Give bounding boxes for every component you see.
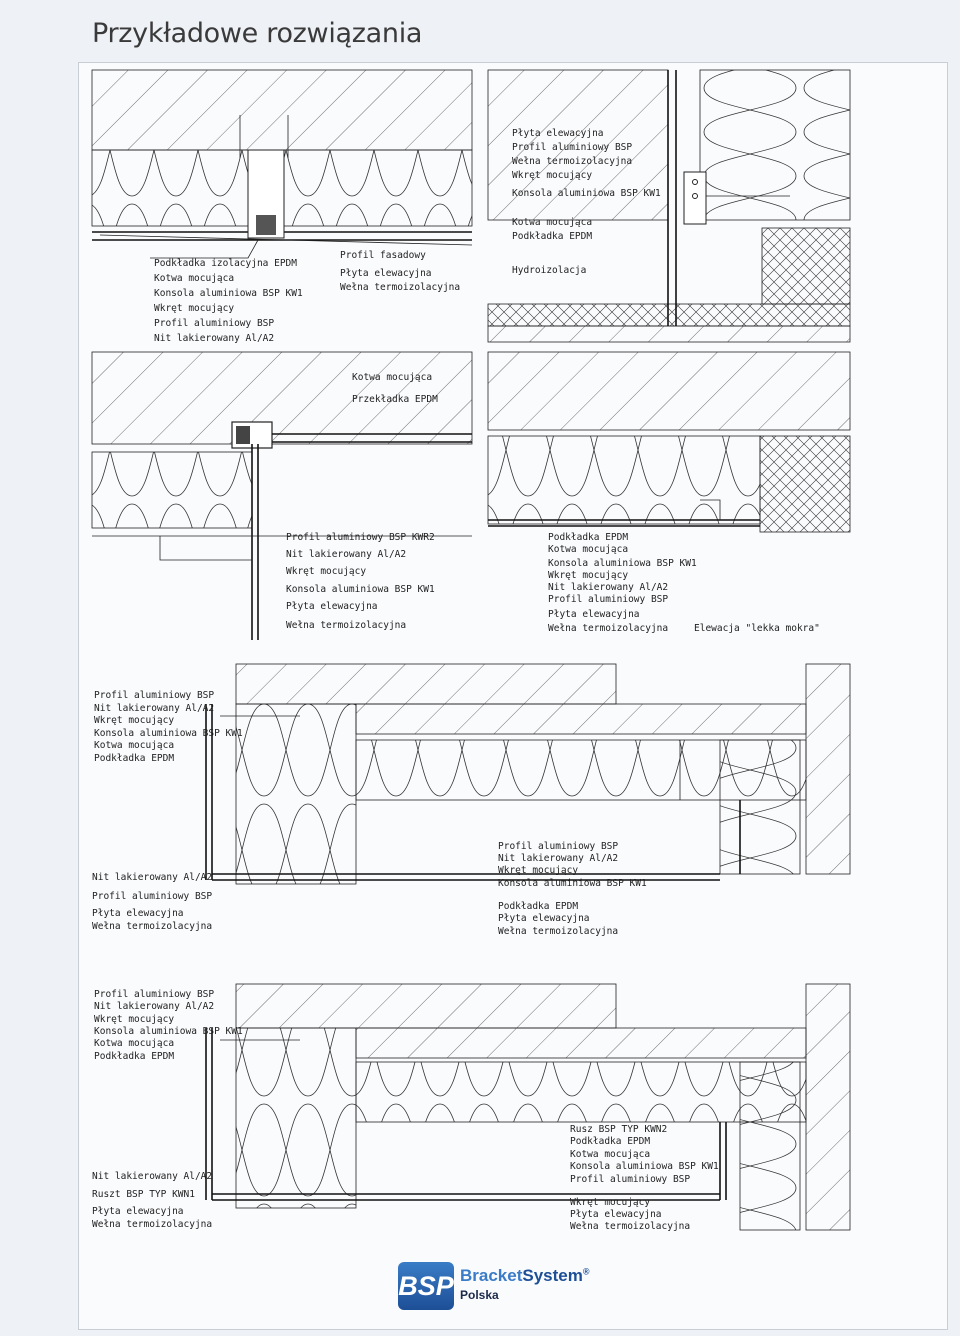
d5-top-label: Nit lakierowany Al/A2 bbox=[94, 703, 214, 714]
d3-label: Wkręt mocujący bbox=[286, 566, 366, 577]
d5-bottom-label: Nit lakierowany Al/A2 bbox=[92, 872, 212, 883]
d6-top-label: Konsola aluminiowa BSP KW1 bbox=[94, 1026, 243, 1037]
d1-label: Nit lakierowany Al/A2 bbox=[154, 333, 274, 344]
d5-top-label: Kotwa mocująca bbox=[94, 740, 174, 751]
d6-top-label: Wkręt mocujący bbox=[94, 1014, 174, 1025]
drawing-3 bbox=[91, 351, 473, 640]
d2-label: Profil aluminiowy BSP bbox=[512, 142, 632, 153]
d4-label: Wkręt mocujący bbox=[548, 570, 628, 581]
d6-bottom-label: Nit lakierowany Al/A2 bbox=[92, 1171, 212, 1182]
d4-extra-label: Elewacja "lekka mokra" bbox=[694, 623, 820, 634]
d6-bottom-label: Ruszt BSP TYP KWN1 bbox=[92, 1189, 195, 1200]
labels-drawing-2: Płyta elewacyjna Profil aluminiowy BSP W… bbox=[512, 128, 661, 276]
drawing-5 bbox=[205, 663, 851, 885]
d6-right-label: Rusz BSP TYP KWN2 bbox=[570, 1124, 667, 1135]
d4-label: Profil aluminiowy BSP bbox=[548, 594, 668, 605]
bsp-mark: BSP bbox=[398, 1262, 454, 1310]
d3-label: Płyta elewacyjna bbox=[286, 601, 378, 612]
d6-right-label: Profil aluminiowy BSP bbox=[570, 1174, 690, 1185]
d6-right-label: Konsola aluminiowa BSP KW1 bbox=[570, 1161, 719, 1172]
drawing-2 bbox=[487, 69, 851, 343]
bsp-logo: BSP BracketSystem® Polska bbox=[398, 1262, 590, 1314]
d1-mid-label: Profil fasadowy bbox=[340, 250, 426, 261]
labels-drawing-4: Podkładka EPDM Kotwa mocująca Konsola al… bbox=[548, 532, 820, 634]
d6-right-label: Płyta elewacyjna bbox=[570, 1209, 662, 1220]
drawing-1 bbox=[91, 69, 473, 259]
drawing-4 bbox=[487, 351, 851, 533]
d5-right-label: Konsola aluminiowa BSP KW1 bbox=[498, 878, 647, 889]
d4-label: Nit lakierowany Al/A2 bbox=[548, 582, 668, 593]
d1-label: Konsola aluminiowa BSP KW1 bbox=[154, 288, 303, 299]
d3-top-label: Przekładka EPDM bbox=[352, 394, 438, 405]
d1-label: Kotwa mocująca bbox=[154, 273, 234, 284]
d2-label: Hydroizolacja bbox=[512, 265, 586, 276]
d5-right-label: Nit lakierowany Al/A2 bbox=[498, 853, 618, 864]
d6-bottom-label: Wełna termoizolacyjna bbox=[92, 1219, 212, 1230]
labels-drawing-1: Podkładka izolacyjna EPDM Kotwa mocująca… bbox=[154, 250, 460, 344]
d1-mid-label: Wełna termoizolacyjna bbox=[340, 282, 460, 293]
d2-label: Podkładka EPDM bbox=[512, 231, 592, 242]
d6-right-label: Wkręt mocujący bbox=[570, 1197, 650, 1208]
d5-right-label: Profil aluminiowy BSP bbox=[498, 841, 618, 852]
d1-label: Podkładka izolacyjna EPDM bbox=[154, 258, 297, 269]
d5-top-label: Konsola aluminiowa BSP KW1 bbox=[94, 728, 243, 739]
d5-right-label: Wełna termoizolacyjna bbox=[498, 926, 618, 937]
brand-name: BracketSystem® bbox=[460, 1266, 590, 1285]
d5-bottom-label: Profil aluminiowy BSP bbox=[92, 891, 212, 902]
drawing-6 bbox=[205, 983, 851, 1231]
d4-label: Kotwa mocująca bbox=[548, 544, 628, 555]
d4-label: Konsola aluminiowa BSP KW1 bbox=[548, 558, 697, 569]
d6-right-label: Podkładka EPDM bbox=[570, 1136, 650, 1147]
d2-label: Wkręt mocujący bbox=[512, 170, 592, 181]
d6-top-label: Nit lakierowany Al/A2 bbox=[94, 1001, 214, 1012]
d6-top-label: Podkładka EPDM bbox=[94, 1051, 174, 1062]
d4-label: Płyta elewacyjna bbox=[548, 609, 640, 620]
d1-mid-label: Płyta elewacyjna bbox=[340, 268, 432, 279]
d2-label: Wełna termoizolacyjna bbox=[512, 156, 632, 167]
d6-right-label: Kotwa mocująca bbox=[570, 1149, 650, 1160]
d5-right-label: Wkręt mocujący bbox=[498, 865, 578, 876]
d2-label: Płyta elewacyjna bbox=[512, 128, 604, 139]
d5-bottom-label: Wełna termoizolacyjna bbox=[92, 921, 212, 932]
d5-right-label: Podkładka EPDM bbox=[498, 901, 578, 912]
d5-top-label: Podkładka EPDM bbox=[94, 753, 174, 764]
d5-top-label: Wkręt mocujący bbox=[94, 715, 174, 726]
d1-label: Wkręt mocujący bbox=[154, 303, 234, 314]
d4-label: Wełna termoizolacyjna bbox=[548, 623, 668, 634]
d1-label: Profil aluminiowy BSP bbox=[154, 318, 274, 329]
d3-label: Wełna termoizolacyjna bbox=[286, 620, 406, 631]
d3-label: Profil aluminiowy BSP KWR2 bbox=[286, 532, 435, 543]
d6-right-label: Wełna termoizolacyjna bbox=[570, 1221, 690, 1232]
d2-label: Kotwa mocująca bbox=[512, 217, 592, 228]
d5-right-label: Płyta elewacyjna bbox=[498, 913, 590, 924]
d4-label: Podkładka EPDM bbox=[548, 532, 628, 543]
d5-top-label: Profil aluminiowy BSP bbox=[94, 690, 214, 701]
d5-bottom-label: Płyta elewacyjna bbox=[92, 908, 184, 919]
d3-top-label: Kotwa mocująca bbox=[352, 372, 432, 383]
labels-drawing-3: Kotwa mocująca Przekładka EPDM Profil al… bbox=[286, 372, 438, 631]
page-title: Przykładowe rozwiązania bbox=[92, 18, 423, 49]
d6-top-label: Kotwa mocująca bbox=[94, 1038, 174, 1049]
d6-bottom-label: Płyta elewacyjna bbox=[92, 1206, 184, 1217]
labels-drawing-5: Profil aluminiowy BSP Nit lakierowany Al… bbox=[92, 690, 647, 937]
brand-country: Polska bbox=[460, 1288, 499, 1302]
labels-drawing-6: Profil aluminiowy BSP Nit lakierowany Al… bbox=[92, 989, 719, 1232]
d2-label: Konsola aluminiowa BSP KW1 bbox=[512, 188, 661, 199]
d3-label: Nit lakierowany Al/A2 bbox=[286, 549, 406, 560]
d6-top-label: Profil aluminiowy BSP bbox=[94, 989, 214, 1000]
d3-label: Konsola aluminiowa BSP KW1 bbox=[286, 584, 435, 595]
